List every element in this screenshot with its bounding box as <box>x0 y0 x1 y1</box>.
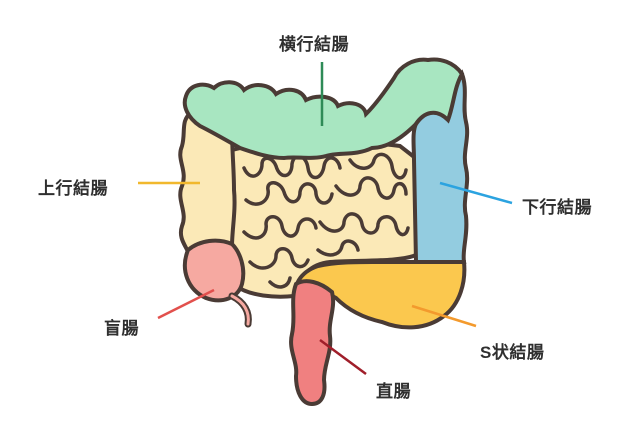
label-rectum: 直腸 <box>376 382 411 401</box>
label-transverse-colon: 横行結腸 <box>279 35 349 54</box>
label-sigmoid-colon: S状結腸 <box>480 343 545 362</box>
small-intestine-loops <box>242 152 410 289</box>
descending-colon <box>411 69 470 264</box>
leader-descending <box>439 181 513 205</box>
label-descending-colon: 下行結腸 <box>522 198 592 217</box>
label-cecum: 盲腸 <box>104 319 139 338</box>
appendix-inner <box>230 294 250 326</box>
cecum <box>182 238 246 303</box>
transverse-colon <box>182 57 465 161</box>
leader-cecum <box>157 288 215 320</box>
label-ascending-colon: 上行結腸 <box>38 179 108 198</box>
rectum <box>289 279 336 407</box>
leader-rectum <box>319 338 367 376</box>
leader-sigmoid <box>411 304 477 328</box>
ascending-colon <box>178 109 237 255</box>
